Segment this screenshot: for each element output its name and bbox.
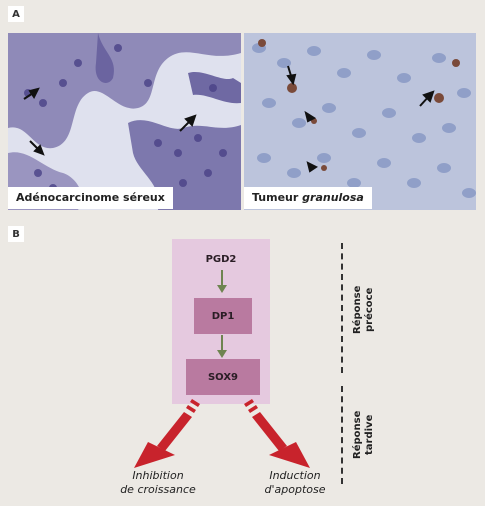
dp1-node: DP1 — [194, 298, 252, 334]
early-response-divider — [341, 243, 343, 373]
serous-adenocarcinoma-micrograph — [8, 33, 241, 210]
response-arrows — [134, 399, 310, 468]
arrow-dp1-to-sox9 — [217, 335, 227, 358]
granulosa-tumor-caption: Tumeur granulosa — [244, 187, 372, 209]
growth-inhibition-label: Inhibition de croissance — [120, 469, 196, 496]
sox9-node: SOX9 — [186, 359, 260, 395]
late-response-divider — [341, 386, 343, 484]
panel-b-label: B — [8, 226, 24, 242]
apoptosis-induction-label: Induction d'apoptose — [264, 469, 326, 496]
arrow-pgd2-to-dp1 — [217, 270, 227, 293]
pgd2-label: PGD2 — [205, 254, 237, 265]
panel-a-label: A — [8, 6, 24, 22]
serous-adenocarcinoma-caption: Adénocarcinome séreux — [8, 187, 173, 209]
granulosa-tumor-micrograph — [244, 33, 476, 210]
